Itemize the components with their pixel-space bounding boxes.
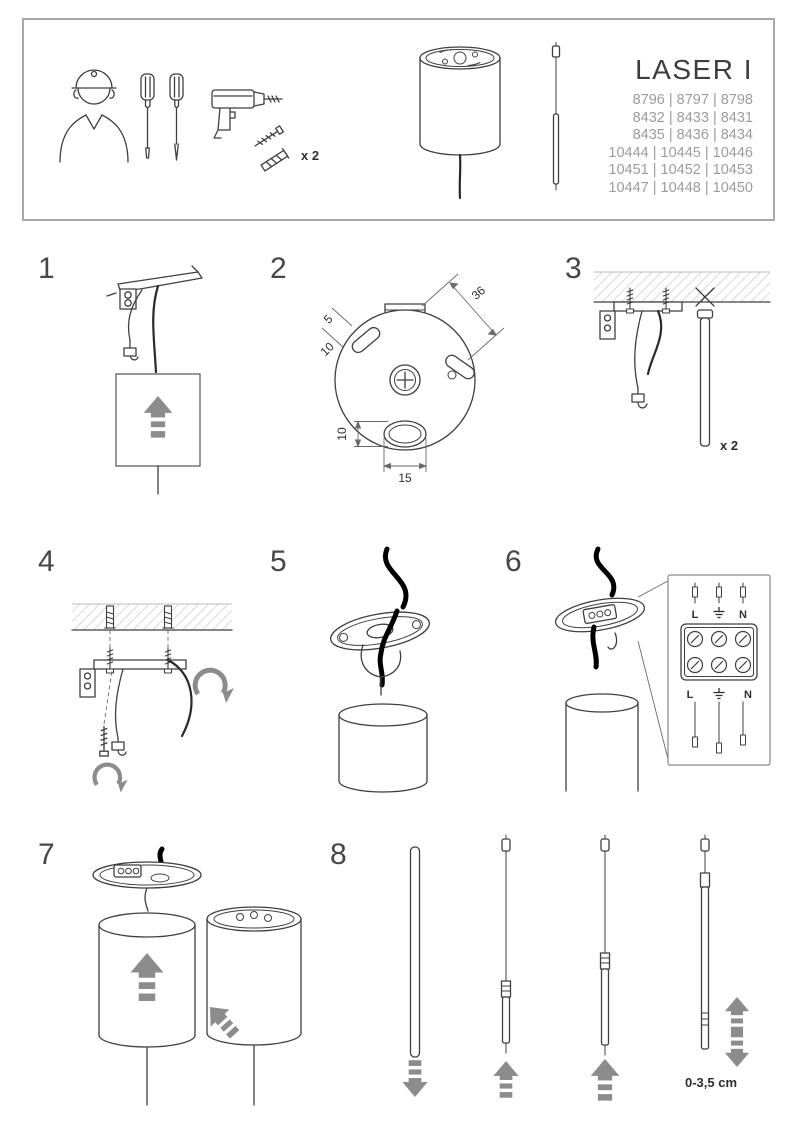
model-row: 8796 | 8797 | 8798 (632, 92, 753, 108)
zoom-leader (637, 640, 669, 760)
bracket (79, 647, 187, 756)
step-4-number: 4 (38, 545, 55, 578)
header-box: x 2 LASER I 8796 | 8797 | 8798 (22, 18, 775, 221)
step-3-number: 3 (565, 252, 582, 285)
step-8-number: 8 (330, 838, 347, 871)
pendant-tube-2 (500, 834, 512, 1054)
title-block: LASER I 8796 | 8797 | 8798 8432 | 8433 |… (608, 54, 753, 197)
step-1-number: 1 (38, 252, 55, 285)
slide-up-arrow-icon (590, 1059, 620, 1101)
qty-label: x 2 (720, 438, 738, 453)
wall-plug-icon (103, 605, 117, 629)
model-row: 10447 | 10448 | 10450 (608, 179, 753, 196)
model-row: 10451 | 10452 | 10453 (608, 162, 753, 178)
lamp-cylinder-top (565, 693, 639, 792)
dim-10-hole-label: 10 (335, 427, 349, 441)
terminal-label-l-top: L (692, 609, 699, 621)
rotate-arrow-icon (95, 765, 128, 793)
step-3-diagram: x 2 (593, 271, 771, 453)
step-5-diagram (330, 546, 430, 793)
step-4-diagram (71, 603, 238, 806)
terminal-detail-box: L N L N (667, 574, 771, 766)
spacer-tube (695, 287, 715, 447)
bracket-with-screws (599, 287, 683, 409)
dim-5-label: 5 (321, 312, 336, 327)
step-1-diagram (106, 265, 203, 495)
cable-loop (646, 309, 663, 376)
mains-cable (382, 546, 409, 610)
lamp-body-icon (419, 46, 501, 200)
step-6-number: 6 (505, 545, 522, 578)
rotate-arrow-icon (195, 670, 234, 703)
dimension-15-lines (382, 438, 428, 472)
step-2-number: 2 (270, 252, 287, 285)
mains-cable (593, 546, 617, 598)
model-row: 8435 | 8436 | 8434 (632, 127, 753, 143)
pendant-tube-icon (551, 42, 561, 191)
slot-dimension-leaders (321, 307, 353, 349)
model-numbers: 8796 | 8797 | 8798 8432 | 8433 | 8431 84… (608, 92, 753, 197)
zoom-leader (637, 580, 669, 598)
mounted-bracket (92, 846, 202, 912)
installer-icon (59, 69, 129, 163)
ceiling (71, 603, 233, 631)
slide-down-arrow-icon (402, 1060, 428, 1097)
step-7-number: 7 (38, 838, 55, 871)
terminal-label-n-bottom: N (744, 689, 752, 701)
pendant-tube-1 (409, 846, 421, 1058)
dimension-10-hole-lines (354, 420, 388, 448)
pendant-tube-4 (699, 834, 711, 1050)
model-row: 10444 | 10445 | 10446 (608, 144, 753, 161)
step-6-diagram: L N L N (554, 546, 771, 792)
screwdrivers-icon (140, 73, 184, 161)
drill-mark-x-icon (695, 287, 715, 307)
adjust-range-label: 0-3,5 cm (685, 1075, 737, 1090)
cover-cylinder (98, 912, 196, 1048)
dimension-36-lines (421, 273, 505, 361)
lamp-cylinder-top (338, 703, 428, 793)
dim-36-label: 36 (469, 283, 489, 303)
step-7-diagram (92, 846, 302, 1106)
canopy (554, 597, 646, 633)
model-row: 8432 | 8433 | 8431 (632, 109, 753, 126)
anchor-qty-label: x 2 (301, 148, 319, 163)
screw-anchor-icon: x 2 (254, 125, 319, 172)
drill-icon (211, 89, 283, 139)
slide-up-arrow-icon (130, 953, 164, 1001)
canopy (330, 611, 430, 651)
cable-loop (166, 658, 193, 738)
dim-10-slot-label: 10 (317, 339, 337, 359)
power-cable (152, 284, 160, 374)
pendant-tube-3 (599, 834, 611, 1056)
wall-plug-icon (161, 605, 175, 629)
ceiling (593, 271, 771, 303)
closed-cylinder (206, 906, 302, 1106)
mounting-plate-top-view (334, 303, 476, 451)
mains-cable (590, 624, 599, 670)
hook (607, 632, 618, 650)
screw-icon (99, 725, 109, 757)
mounting-bracket (106, 265, 203, 361)
step-5-number: 5 (270, 545, 287, 578)
slide-up-arrow-icon (493, 1061, 519, 1098)
terminal-label-n-top: N (739, 609, 747, 621)
product-title: LASER I (635, 54, 753, 85)
step-8-diagram: 0-3,5 cm (402, 834, 750, 1101)
step-2-diagram: 36 5 10 10 15 (317, 273, 505, 485)
adjust-up-arrow-icon (724, 997, 750, 1033)
terminal-label-l-bottom: L (687, 689, 694, 701)
mains-cable (378, 608, 400, 656)
dim-15-label: 15 (398, 471, 412, 485)
adjust-down-arrow-icon (724, 1031, 750, 1067)
mains-cable (377, 650, 385, 688)
